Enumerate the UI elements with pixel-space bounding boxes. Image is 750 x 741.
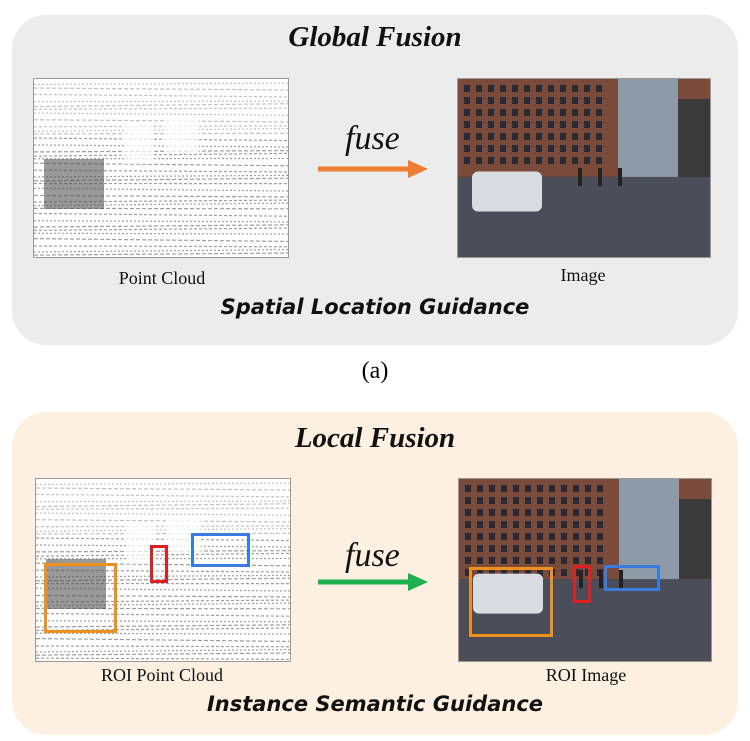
point-cloud-caption: Point Cloud bbox=[118, 268, 206, 288]
roi-box-group bbox=[191, 533, 250, 567]
spatial-location-guidance: Spatial Location Guidance bbox=[220, 295, 530, 319]
roi-box-group bbox=[604, 565, 660, 591]
roi-box-car bbox=[44, 563, 117, 633]
roi-box-pedestrian bbox=[150, 545, 168, 583]
roi-box-pedestrian bbox=[573, 565, 591, 603]
camera-image bbox=[457, 78, 711, 258]
roi-box-car bbox=[469, 567, 553, 637]
panel-label-a: (a) bbox=[361, 358, 389, 384]
roi-camera-image bbox=[458, 478, 712, 662]
roi-point-cloud-caption: ROI Point Cloud bbox=[100, 665, 224, 685]
fuse-label-local: fuse bbox=[345, 537, 400, 574]
roi-image-caption: ROI Image bbox=[545, 665, 627, 685]
fuse-arrow-green bbox=[318, 573, 428, 591]
point-cloud-image bbox=[33, 78, 289, 258]
image-caption: Image bbox=[560, 265, 606, 285]
fuse-arrow-orange bbox=[318, 160, 428, 178]
global-fusion-title: Global Fusion bbox=[288, 21, 462, 53]
roi-point-cloud-image bbox=[35, 478, 291, 662]
local-fusion-title: Local Fusion bbox=[294, 422, 456, 454]
fuse-label: fuse bbox=[345, 120, 400, 157]
instance-semantic-guidance: Instance Semantic Guidance bbox=[206, 692, 544, 716]
